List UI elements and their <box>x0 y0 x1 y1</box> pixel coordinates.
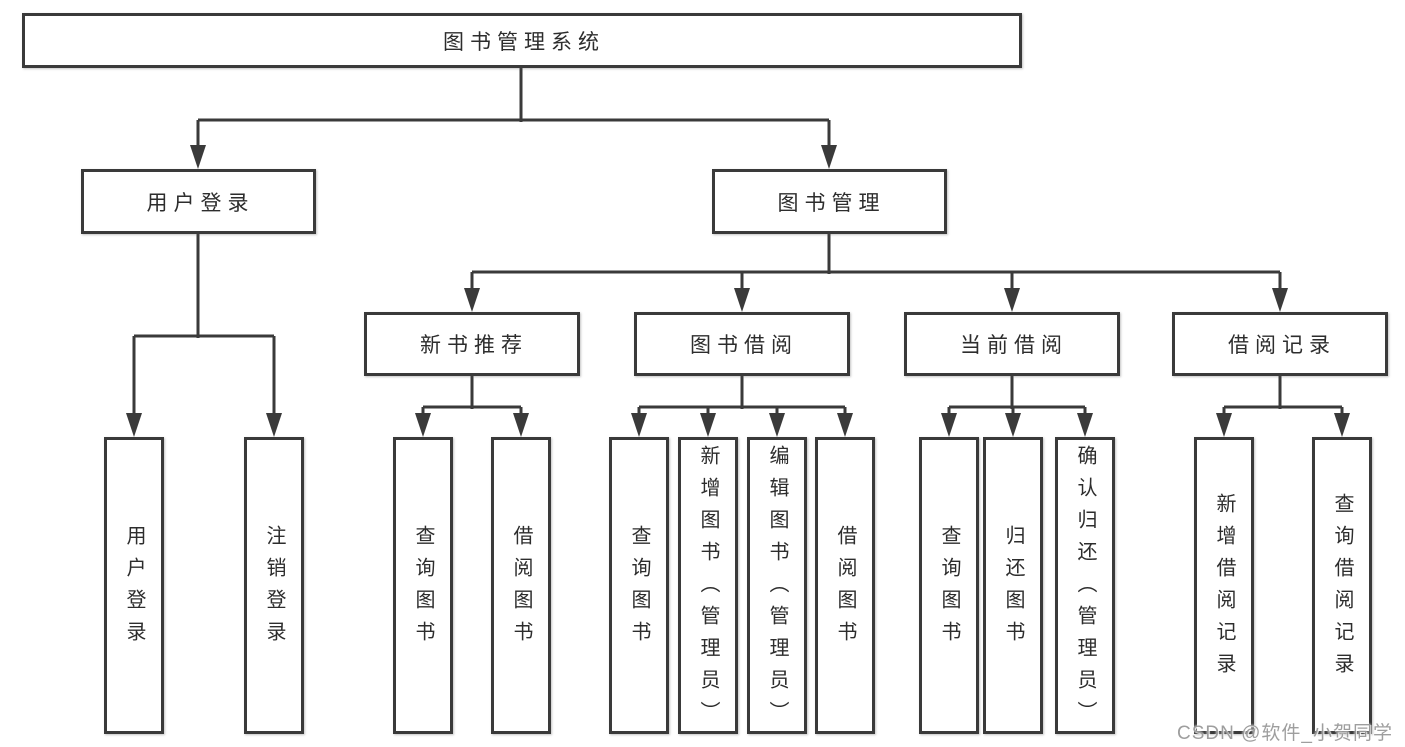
leaf-label: 编辑图书（管理员） <box>766 444 788 733</box>
leaf-label: 确认归还（管理员） <box>1074 444 1096 733</box>
leaf-query-books-recommend: 查询图书 <box>393 437 453 734</box>
leaf-borrow-books: 借阅图书 <box>815 437 875 734</box>
leaf-label: 借阅图书 <box>834 524 856 653</box>
leaf-logout-login: 注销登录 <box>244 437 304 734</box>
node-new-book-recommendation: 新书推荐 <box>364 312 580 376</box>
leaf-label: 查询图书 <box>628 524 650 653</box>
leaf-confirm-return-admin: 确认归还（管理员） <box>1055 437 1115 734</box>
node-label: 图书管理系统 <box>443 30 605 54</box>
node-library-management-system: 图书管理系统 <box>22 13 1022 68</box>
leaf-label: 查询图书 <box>412 524 434 653</box>
leaf-label: 注销登录 <box>263 524 285 653</box>
node-book-borrowing: 图书借阅 <box>634 312 850 376</box>
csdn-watermark: CSDN @软件_小贺同学 <box>1177 723 1393 744</box>
node-book-management: 图书管理 <box>712 169 947 234</box>
leaf-user-login: 用户登录 <box>104 437 164 734</box>
node-label: 借阅记录 <box>1228 334 1336 357</box>
leaf-query-borrow-record: 查询借阅记录 <box>1312 437 1372 734</box>
leaf-label: 用户登录 <box>123 524 145 653</box>
leaf-label: 借阅图书 <box>510 524 532 653</box>
node-label: 图书借阅 <box>690 334 798 357</box>
node-label: 用户登录 <box>146 191 255 215</box>
node-label: 当前借阅 <box>960 334 1068 357</box>
leaf-query-books-current: 查询图书 <box>919 437 979 734</box>
leaf-add-borrow-record: 新增借阅记录 <box>1194 437 1254 734</box>
leaf-label: 新增借阅记录 <box>1213 492 1235 685</box>
leaf-label: 归还图书 <box>1002 524 1024 653</box>
node-label: 新书推荐 <box>420 334 528 357</box>
leaf-label: 新增图书（管理员） <box>697 444 719 733</box>
node-borrowing-records: 借阅记录 <box>1172 312 1388 376</box>
leaf-borrow-books-recommend: 借阅图书 <box>491 437 551 734</box>
node-label: 图书管理 <box>777 191 886 215</box>
leaf-edit-books-admin: 编辑图书（管理员） <box>747 437 807 734</box>
leaf-query-books-borrow: 查询图书 <box>609 437 669 734</box>
leaf-return-books: 归还图书 <box>983 437 1043 734</box>
node-current-borrowing: 当前借阅 <box>904 312 1120 376</box>
leaf-label: 查询图书 <box>938 524 960 653</box>
leaf-add-books-admin: 新增图书（管理员） <box>678 437 738 734</box>
node-user-login: 用户登录 <box>81 169 316 234</box>
leaf-label: 查询借阅记录 <box>1331 492 1353 685</box>
